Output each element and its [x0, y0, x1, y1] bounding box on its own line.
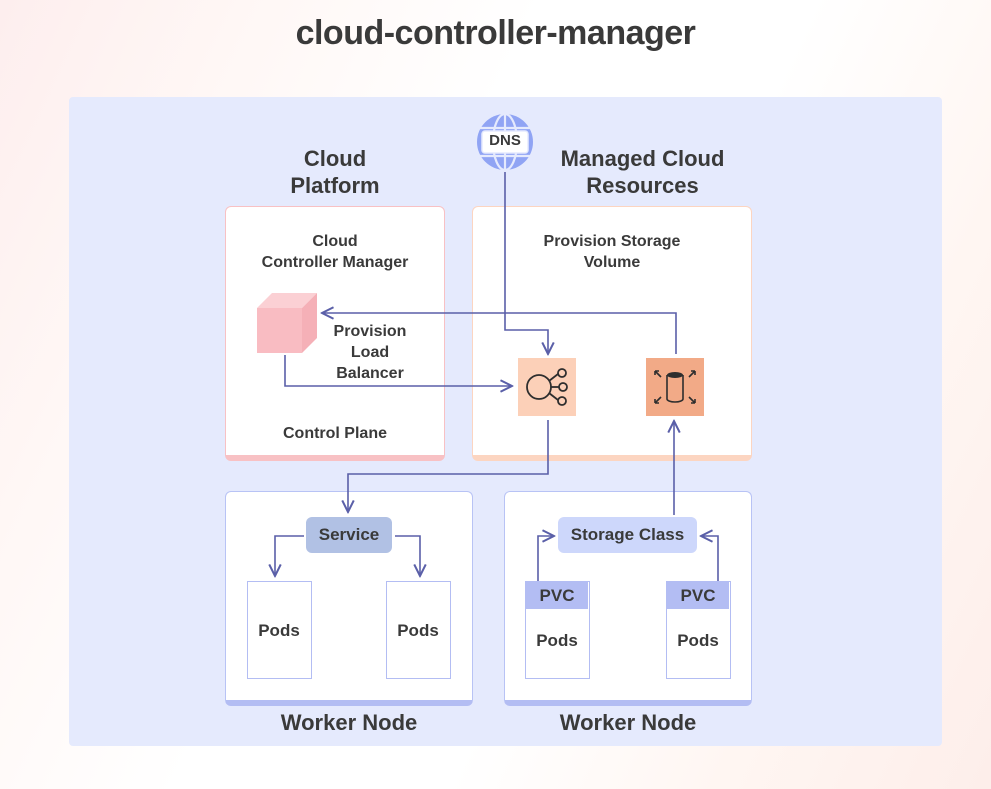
dns-label: DNS — [489, 132, 521, 149]
worker-node-1-label: Worker Node — [280, 710, 418, 735]
worker-node-2-label: Worker Node — [559, 710, 697, 735]
provision-storage-volume-label: Provision Storage Volume — [543, 233, 681, 271]
pod-label: Pods — [397, 621, 439, 640]
dns-globe: DNS — [475, 112, 535, 172]
pod-box: PVC Pods — [666, 581, 731, 679]
pod-box: Pods — [247, 581, 312, 679]
pvc-label: PVC — [667, 582, 729, 609]
diagram-title: cloud-controller-manager — [295, 14, 696, 52]
storage-volume-icon — [654, 370, 696, 404]
load-balancer-icon — [526, 368, 568, 406]
pod-label: Pods — [536, 631, 578, 650]
managed-cloud-resources-heading: Managed Cloud Resources — [560, 146, 725, 198]
globe-icon — [477, 112, 533, 172]
cloud-controller-manager-label: Cloud Controller Manager — [261, 233, 409, 271]
storage-volume-tile — [646, 358, 704, 416]
pod-box: Pods — [386, 581, 451, 679]
provision-load-balancer-label: Provision Load Balancer — [333, 323, 407, 382]
storage-class-box: Storage Class — [558, 517, 697, 553]
service-box: Service — [306, 517, 392, 553]
load-balancer-tile — [518, 358, 576, 416]
pvc-label: PVC — [526, 582, 588, 609]
control-plane-label: Control Plane — [282, 425, 387, 442]
pod-label: Pods — [258, 621, 300, 640]
pod-label: Pods — [677, 631, 719, 650]
cloud-platform-heading: Cloud Platform — [290, 146, 380, 198]
cube-icon — [257, 293, 319, 360]
pod-box: PVC Pods — [525, 581, 590, 679]
